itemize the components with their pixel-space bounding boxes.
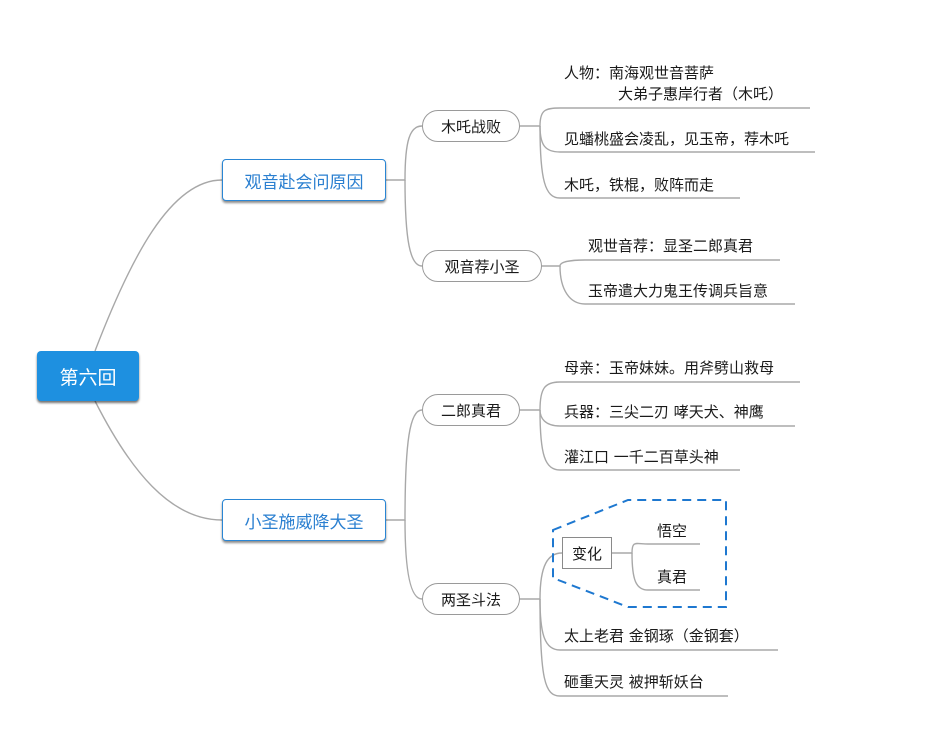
change-boundary bbox=[552, 499, 727, 608]
leaf-text: 兵器：三尖二刃 哮天犬、神鹰 bbox=[564, 403, 764, 421]
leaf-text: 砸重天灵 被押斩妖台 bbox=[564, 673, 704, 691]
sub-node-muzha[interactable]: 木吒战败 bbox=[422, 110, 520, 142]
root-node[interactable]: 第六回 bbox=[37, 351, 139, 401]
leaf-text: 真君 bbox=[657, 568, 688, 586]
leaf-text: 人物：南海观世音菩萨 bbox=[564, 64, 715, 82]
leaf-text: 见蟠桃盛会凌乱，见玉帝，荐木吒 bbox=[564, 130, 790, 148]
leaf-text: 悟空 bbox=[657, 522, 688, 540]
change-node[interactable]: 变化 bbox=[562, 537, 612, 569]
branch-node-1[interactable]: 观音赴会问原因 bbox=[222, 159, 386, 201]
sub-node-erlang[interactable]: 二郎真君 bbox=[422, 394, 520, 426]
leaf-text: 太上老君 金钢琢（金钢套） bbox=[564, 627, 749, 645]
leaf-text: 木吒，铁棍，败阵而走 bbox=[564, 176, 715, 194]
leaf-text: 大弟子惠岸行者（木吒） bbox=[618, 85, 784, 103]
branch-node-2[interactable]: 小圣施威降大圣 bbox=[222, 499, 386, 541]
leaf-text: 观世音荐：显圣二郎真君 bbox=[588, 237, 754, 255]
leaf-text: 灌江口 一千二百草头神 bbox=[564, 448, 719, 466]
leaf-text: 母亲：玉帝妹妹。用斧劈山救母 bbox=[564, 359, 775, 377]
leaf-text: 玉帝遣大力鬼王传调兵旨意 bbox=[588, 282, 769, 300]
sub-node-duifa[interactable]: 两圣斗法 bbox=[422, 583, 520, 615]
sub-node-guanyin[interactable]: 观音荐小圣 bbox=[422, 250, 542, 282]
